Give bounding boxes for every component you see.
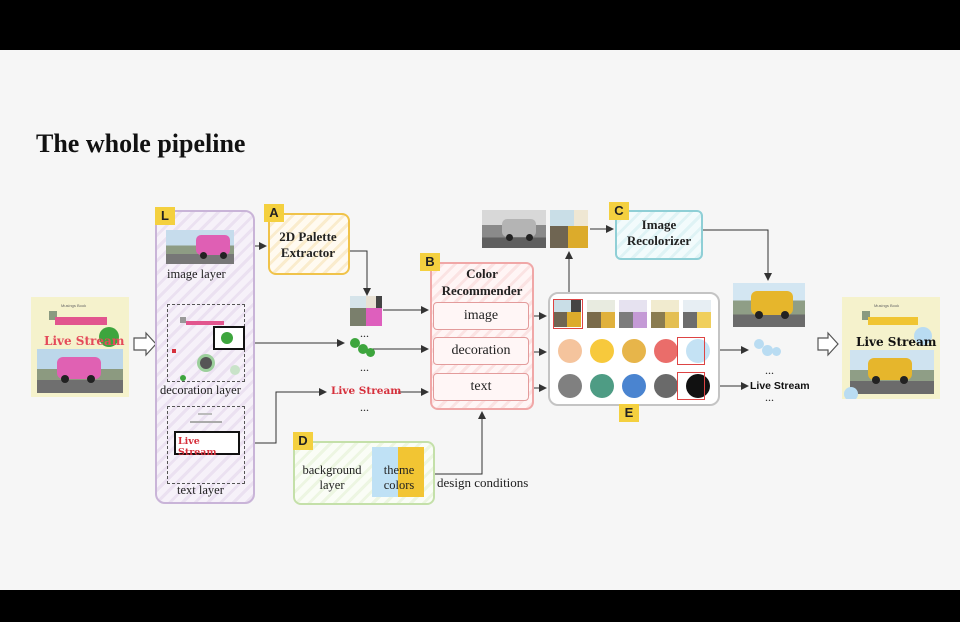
- decoration-color-circle-3: [622, 339, 646, 363]
- design-conditions-label: design conditions: [437, 475, 529, 490]
- text-color-circle-4: [654, 374, 678, 398]
- grayscale-car-image: [482, 210, 546, 248]
- recommender-row-image: image: [433, 302, 529, 330]
- recommender-row-text: text: [433, 373, 529, 401]
- recolorizer-line1: Image: [641, 217, 677, 232]
- decoration-color-circle-1: [558, 339, 582, 363]
- badge-b: B: [420, 253, 440, 271]
- selected-decoration-color-frame: [677, 337, 705, 365]
- decoration-blob: [348, 336, 376, 360]
- input-poster-small-text: Musings Book: [61, 303, 87, 308]
- slide: The whole pipeline: [0, 50, 960, 590]
- badge-l: L: [155, 207, 175, 225]
- badge-d: D: [293, 432, 313, 450]
- theme-colors-swatch: [372, 447, 424, 497]
- extracted-palette: [350, 296, 382, 326]
- badge-c: C: [609, 202, 629, 220]
- output-poster-headline: Live Stream: [856, 335, 937, 349]
- recolored-blob: [752, 337, 782, 363]
- recolored-text: Live Stream: [750, 380, 810, 392]
- decoration-color-circle-2: [590, 339, 614, 363]
- decoration-layer-label: decoration layer: [160, 383, 241, 397]
- text-color-circle-5: [686, 374, 710, 398]
- badge-e: E: [619, 404, 639, 422]
- palette-extractor-box: [268, 213, 350, 275]
- palette-extractor-line2: Extractor: [280, 245, 336, 260]
- recommender-row-decoration: decoration: [433, 337, 529, 365]
- text-color-circle-1: [558, 374, 582, 398]
- image-recolorizer-box: [615, 210, 703, 260]
- condition-background: background layer: [302, 463, 362, 492]
- ellipsis-palette: ...: [360, 326, 369, 340]
- palette-option-5: [683, 300, 711, 328]
- input-poster-headline: Live Stream: [44, 334, 125, 348]
- recolored-car-image: [733, 283, 805, 327]
- text-layer-sample: Live Stream: [178, 436, 217, 458]
- input-poster-car-photo: [37, 349, 123, 393]
- input-poster-green-blob: [99, 327, 119, 347]
- recommender-line2: Recommender: [441, 283, 523, 298]
- ellipsis-out-text: ...: [765, 390, 774, 404]
- decoration-color-circle-5: [686, 339, 710, 363]
- recommender-line1: Color: [466, 266, 498, 281]
- flow-live-stream: Live Stream: [331, 385, 402, 397]
- palette-option-1: [553, 299, 583, 329]
- badge-a: A: [264, 204, 284, 222]
- text-layer-highlight-box: Live Stream: [174, 431, 240, 458]
- output-poster: Musings Book Live Stream: [842, 297, 940, 399]
- image-layer-photo: [166, 230, 234, 264]
- text-layer-label: text layer: [177, 483, 224, 497]
- text-color-circle-2: [590, 374, 614, 398]
- palette-option-2: [587, 300, 615, 328]
- ellipsis-blob: ...: [360, 360, 369, 374]
- decoration-highlight-box: [213, 326, 245, 350]
- input-poster-pink-bar: [55, 317, 107, 325]
- connector-arrows: [133, 225, 839, 475]
- image-layer-label: image layer: [167, 267, 226, 281]
- ellipsis-out-blob: ...: [765, 363, 774, 377]
- recolorizer-line2: Recolorizer: [626, 233, 692, 248]
- slide-title: The whole pipeline: [36, 129, 246, 158]
- text-color-circle-3: [622, 374, 646, 398]
- palette-option-4: [651, 300, 679, 328]
- palette-option-3: [619, 300, 647, 328]
- output-poster-small-text: Musings Book: [874, 303, 900, 308]
- input-poster-photo-stamp: [49, 311, 57, 320]
- selected-text-color-frame: [677, 372, 705, 400]
- text-layer-frame: [167, 406, 245, 484]
- input-poster: Musings Book Live Stream: [31, 297, 129, 397]
- decoration-color-circle-4: [654, 339, 678, 363]
- selected-palette: [550, 210, 588, 248]
- condition-theme: theme colors: [383, 463, 415, 492]
- ellipsis-text: ...: [360, 400, 369, 414]
- palette-extractor-line1: 2D Palette: [279, 229, 337, 244]
